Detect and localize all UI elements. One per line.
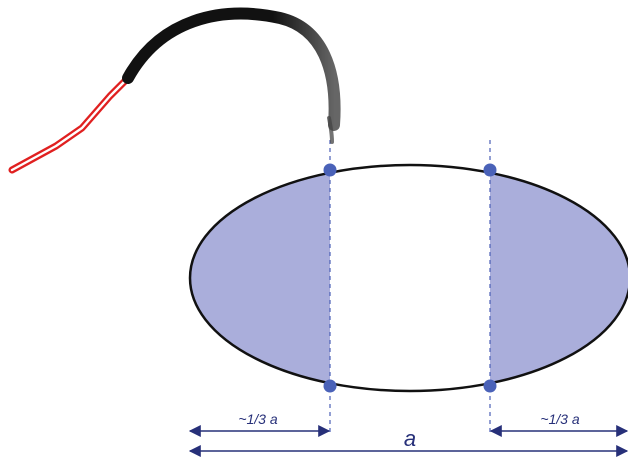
suture-thread-icon (8, 74, 132, 174)
dimension-lines (188, 425, 628, 457)
dot-marker-icon (483, 163, 497, 177)
dot-marker-icon (323, 163, 337, 177)
shaded-regions (190, 165, 628, 391)
ellipse-outline (188, 163, 628, 393)
left-third-label: ~1/3 a (238, 411, 278, 427)
left-shaded-region (190, 165, 330, 391)
dot-marker-icon (483, 379, 497, 393)
dot-marker-icon (323, 379, 337, 393)
curved-suture-needle-icon (122, 7, 341, 144)
full-width-label: a (404, 426, 416, 451)
right-shaded-region (490, 165, 628, 391)
right-third-label: ~1/3 a (540, 411, 580, 427)
